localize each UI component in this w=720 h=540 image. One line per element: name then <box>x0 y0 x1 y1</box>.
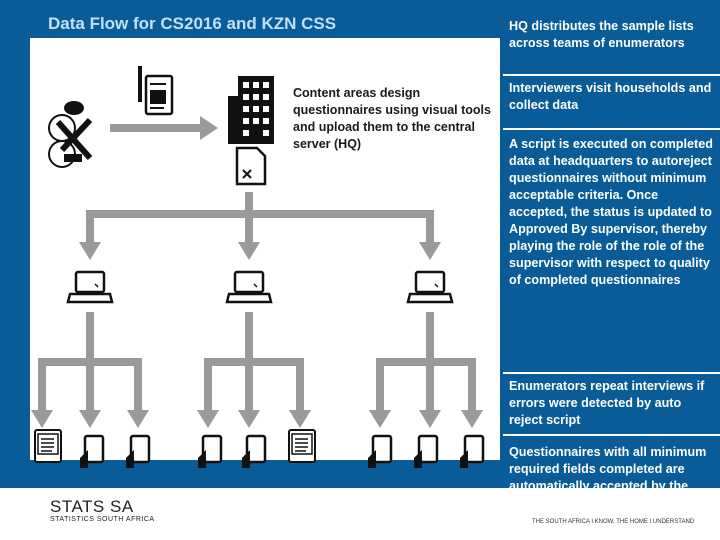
step-divider <box>503 128 720 130</box>
step-autoreject: A script is executed on completed data a… <box>503 133 720 342</box>
laptop-icon <box>406 270 454 304</box>
tagline: THE SOUTH AFRICA I KNOW, THE HOME I UNDE… <box>532 519 695 525</box>
tablet-icon <box>366 434 393 470</box>
step-divider <box>503 434 720 436</box>
content-design-text: Content areas design questionnaires usin… <box>293 86 491 151</box>
design-tools-icon <box>48 101 93 168</box>
questionnaire-form-icon <box>34 429 62 463</box>
laptop-icon <box>66 270 114 304</box>
document-icon <box>235 146 267 186</box>
footer <box>0 488 720 540</box>
tablet-icon <box>124 434 151 470</box>
tablet-icon <box>412 434 439 470</box>
flow-arrows <box>31 116 483 428</box>
laptop-icon <box>225 270 273 304</box>
step-repeat: Enumerators repeat interviews if errors … <box>503 375 720 433</box>
tablet-icon <box>78 434 105 470</box>
step-divider <box>503 372 720 374</box>
tablet-icon <box>196 434 223 470</box>
server-building-icon <box>228 76 274 144</box>
logo-name: STATS SA <box>50 497 134 516</box>
tablet-icon <box>240 434 267 470</box>
step-collect: Interviewers visit households and collec… <box>503 77 720 129</box>
logo-subtitle: STATISTICS SOUTH AFRICA <box>50 516 155 523</box>
questionnaire-form-icon <box>288 429 316 463</box>
page-title: Data Flow for CS2016 and KZN CSS <box>48 14 337 33</box>
tablet-icon <box>458 434 485 470</box>
step-divider <box>503 74 720 76</box>
questionnaire-form-icon <box>138 66 174 116</box>
step-distribute: HQ distributes the sample lists across t… <box>503 15 720 72</box>
